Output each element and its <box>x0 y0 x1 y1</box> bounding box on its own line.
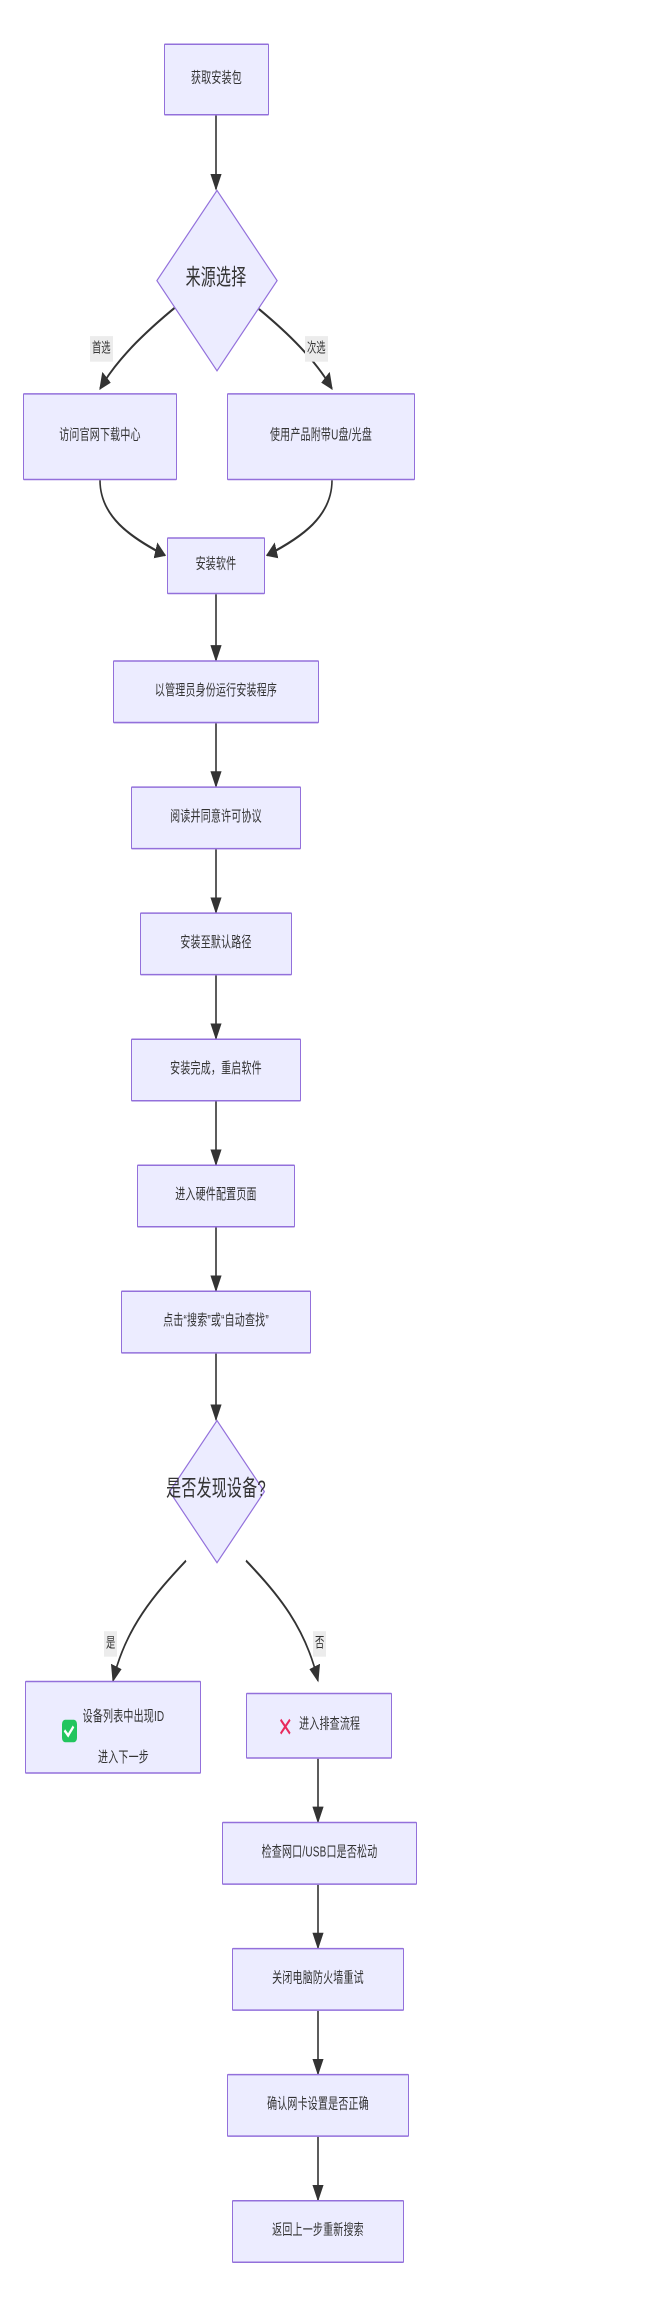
node-default-path-label: 安装至默认路径 <box>180 935 252 952</box>
node-disable-firewall-label: 关闭电脑防火墙重试 <box>272 1970 364 1988</box>
node-device-listed-text: 设备列表中出现ID 进入下一步 <box>83 1687 165 1768</box>
node-hardware-page[interactable]: 进入硬件配置页面 <box>137 1164 295 1228</box>
node-device-listed-content: 设备列表中出现ID 进入下一步 <box>61 1687 165 1768</box>
node-source-choice[interactable]: 来源选择 <box>156 189 278 372</box>
edge-decision-to-troubleshoot <box>245 1559 321 1683</box>
node-check-ports[interactable]: 检查网口/USB口是否松动 <box>222 1821 417 1885</box>
node-check-nic-label: 确认网卡设置是否正确 <box>267 2096 369 2114</box>
node-device-listed[interactable]: 设备列表中出现ID 进入下一步 <box>25 1680 201 1774</box>
node-install-software[interactable]: 安装软件 <box>167 537 265 595</box>
node-hardware-page-label: 进入硬件配置页面 <box>175 1187 257 1204</box>
node-check-ports-label: 检查网口/USB口是否松动 <box>261 1844 378 1862</box>
node-run-as-admin[interactable]: 以管理员身份运行安装程序 <box>113 660 319 724</box>
node-usb-disc-label: 使用产品附带U盘/光盘 <box>269 428 373 445</box>
node-retry-search-label: 返回上一步重新搜索 <box>272 2222 364 2240</box>
node-troubleshoot-content: ✕ 进入排查流程 <box>277 1712 361 1743</box>
node-usb-disc[interactable]: 使用产品附带U盘/光盘 <box>227 393 415 481</box>
node-install-done-label: 安装完成，重启软件 <box>170 1061 262 1078</box>
node-check-nic[interactable]: 确认网卡设置是否正确 <box>227 2073 409 2137</box>
edge-label-yes: 是 <box>104 1631 118 1657</box>
node-troubleshoot[interactable]: ✕ 进入排查流程 <box>246 1692 392 1759</box>
node-device-listed-line1: 设备列表中出现ID <box>82 1708 165 1725</box>
node-install-done[interactable]: 安装完成，重启软件 <box>131 1038 301 1102</box>
edge-usb-to-install <box>265 480 333 559</box>
node-source-choice-label: 来源选择 <box>185 265 247 291</box>
node-device-found[interactable]: 是否发现设备? <box>146 1419 286 1564</box>
edge-decision-to-listed <box>110 1559 187 1683</box>
node-click-search[interactable]: 点击“搜索”或“自动查找” <box>121 1290 311 1354</box>
edge-official-to-install <box>99 480 167 559</box>
edge-label-secondary: 次选 <box>305 336 328 362</box>
node-install-software-label: 安装软件 <box>195 557 237 574</box>
node-official-site-label: 访问官网下载中心 <box>59 428 141 445</box>
node-start-label: 获取安装包 <box>191 70 242 88</box>
edge-label-no: 否 <box>313 1631 327 1657</box>
node-click-search-label: 点击“搜索”或“自动查找” <box>163 1313 269 1330</box>
node-device-listed-line2: 进入下一步 <box>98 1749 149 1766</box>
node-troubleshoot-label: 进入排查流程 <box>299 1717 361 1734</box>
cross-icon: ✕ <box>277 1712 294 1743</box>
node-official-site[interactable]: 访问官网下载中心 <box>23 393 177 481</box>
edge-label-preferred: 首选 <box>90 336 113 362</box>
node-retry-search[interactable]: 返回上一步重新搜索 <box>232 2199 404 2263</box>
node-accept-license[interactable]: 阅读并同意许可协议 <box>131 786 301 850</box>
check-icon <box>61 1718 77 1742</box>
node-run-as-admin-label: 以管理员身份运行安装程序 <box>154 683 278 700</box>
node-start[interactable]: 获取安装包 <box>164 43 269 116</box>
node-accept-license-label: 阅读并同意许可协议 <box>170 809 262 826</box>
node-disable-firewall[interactable]: 关闭电脑防火墙重试 <box>232 1947 404 2011</box>
node-default-path[interactable]: 安装至默认路径 <box>140 912 292 976</box>
node-device-found-label: 是否发现设备? <box>166 1476 266 1502</box>
